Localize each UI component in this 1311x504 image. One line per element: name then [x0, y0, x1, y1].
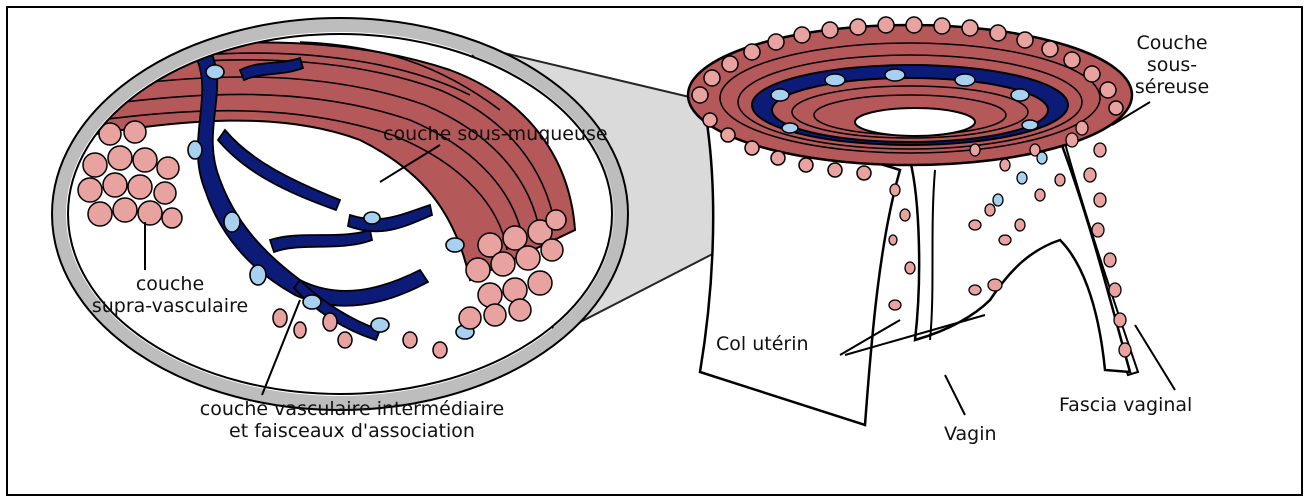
label-sereuse-line3: séreuse: [1112, 76, 1232, 98]
label-col-uterin: Col utérin: [716, 333, 809, 355]
label-supra-line1: couche: [90, 273, 250, 295]
label-couche-sous-sereuse: Couche sous- séreuse: [1112, 32, 1232, 98]
magnifier-lens: [52, 18, 628, 410]
label-vagin: Vagin: [944, 423, 997, 445]
label-couche-sous-muqueuse: couche sous-muqueuse: [383, 123, 608, 145]
uterus-section: [688, 17, 1138, 425]
label-sereuse-line2: sous-: [1112, 54, 1232, 76]
label-vasc-line1: couche vasculaire intermédiaire: [162, 398, 542, 420]
uterine-cavity: [855, 108, 975, 136]
label-couche-vasculaire: couche vasculaire intermédiaire et faisc…: [162, 398, 542, 442]
label-sereuse-line1: Couche: [1112, 32, 1232, 54]
label-supra-line2: supra-vasculaire: [90, 295, 250, 317]
cervix-body: [910, 136, 1130, 372]
label-fascia-vaginal: Fascia vaginal: [1059, 394, 1192, 416]
label-couche-supra-vasculaire: couche supra-vasculaire: [90, 273, 250, 317]
label-vasc-line2: et faisceaux d'association: [162, 420, 542, 442]
